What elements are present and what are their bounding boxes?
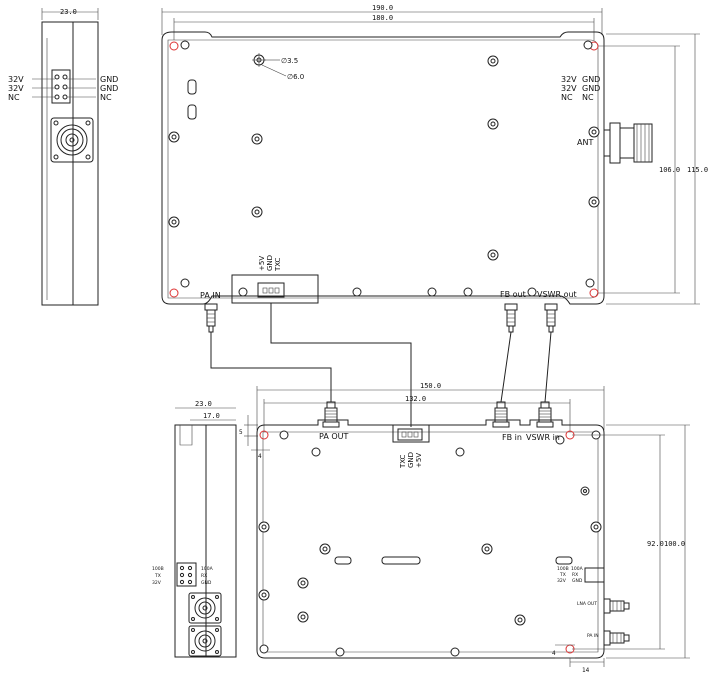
side-view-bottom: 23.0 17.0 100B TX 32V 100A RX GND [152, 400, 237, 658]
top-hole-span-dim: 180.0 [372, 14, 393, 22]
side-bottom-inner-dim: 17.0 [203, 412, 220, 420]
top-pin-5v: +5V [258, 256, 266, 271]
bottom-pin-5v: +5V [415, 453, 423, 468]
bottom-bottom-right-dim: 14 [582, 667, 590, 674]
sma-pa-in-side [603, 630, 630, 646]
side-bottom-connector-1 [188, 592, 222, 624]
side-bottom-connector-2 [188, 625, 222, 657]
bottom-pa-in-label: PA IN [587, 633, 599, 639]
bottom-total-height-dim: 100.0 [664, 540, 685, 548]
bottom-top-offset-dim: 5 [239, 429, 243, 436]
side-bottom-32v: 32V [152, 580, 162, 586]
ant-label: ANT [577, 138, 593, 147]
top-power-gnd-2: GND [582, 84, 600, 93]
sma-pa-in [204, 303, 218, 333]
bottom-small-100a: 100A [571, 566, 584, 572]
side-top-label-nc: NC [8, 93, 20, 102]
side-top-width-dim: 23.0 [60, 8, 77, 16]
side-top-label-gnd-2: GND [100, 84, 118, 93]
side-bottom-rx: RX [201, 573, 207, 579]
side-top-label-32v-1: 32V [8, 75, 24, 84]
hole-size-60: ∅6.0 [287, 73, 304, 81]
bottom-view: 150.0 132.0 5 4 [239, 382, 690, 674]
side-bottom-gnd: GND [201, 580, 212, 586]
side-bottom-tx: TX [154, 573, 161, 579]
top-view: 190.0 180.0 [161, 4, 708, 333]
bottom-hole-height-dim: 92.0 [647, 540, 664, 548]
top-power-32v-2: 32V [561, 84, 577, 93]
bottom-pin-txc: TXC [399, 454, 407, 469]
n-connector-face [50, 117, 94, 163]
bottom-bottom-offset-dim: 4 [552, 650, 556, 657]
top-pa-in-label: PA IN [200, 291, 221, 300]
bottom-small-100b: 100B [557, 566, 569, 572]
bottom-small-32v: 32V [557, 578, 567, 584]
top-total-height-dim: 115.0 [687, 166, 708, 174]
bottom-small-tx: TX [559, 572, 566, 578]
hole-size-35: ∅3.5 [281, 57, 298, 65]
side-bottom-100a: 100A [201, 566, 214, 572]
bottom-vswr-in-label: VSWR in [526, 433, 560, 442]
top-hole-height-dim: 106.0 [659, 166, 680, 174]
sma-fb-in [492, 401, 510, 428]
ant-connector [603, 122, 653, 164]
top-power-nc-right: NC [582, 93, 594, 102]
top-fb-out-label: FB out [500, 290, 526, 299]
bottom-small-rx: RX [572, 572, 578, 578]
sma-fb-out [504, 303, 518, 333]
bottom-total-width-dim: 150.0 [420, 382, 441, 390]
side-top-label-nc-right: NC [100, 93, 112, 102]
sma-lna-out [603, 598, 630, 614]
bottom-fb-in-label: FB in [502, 433, 522, 442]
top-power-gnd-1: GND [582, 75, 600, 84]
bottom-small-gnd: GND [572, 578, 583, 584]
sma-vswr-out [544, 303, 558, 333]
side-top-label-32v-2: 32V [8, 84, 24, 93]
bottom-pin-gnd: GND [407, 452, 415, 468]
bottom-lna-out-label: LNA OUT [577, 601, 597, 607]
top-total-width-dim: 190.0 [372, 4, 393, 12]
sma-vswr-in [536, 401, 554, 428]
sma-pa-out [322, 401, 340, 428]
top-pin-gnd: GND [266, 255, 274, 271]
side-bottom-100b: 100B [152, 566, 164, 572]
interconnect-cables [210, 303, 552, 427]
bottom-hole-span-dim: 132.0 [405, 395, 426, 403]
side-view-top: 23.0 32V 32V NC GND GND NC [8, 8, 118, 306]
side-top-label-gnd-1: GND [100, 75, 118, 84]
side-bottom-width-dim: 23.0 [195, 400, 212, 408]
bottom-pa-out-label: PA OUT [319, 432, 348, 441]
top-power-32v-1: 32V [561, 75, 577, 84]
top-vswr-out-label: VSWR out [537, 290, 577, 299]
top-power-nc: NC [561, 93, 573, 102]
bottom-left-offset-dim: 4 [258, 453, 262, 460]
top-pin-txc: TXC [274, 257, 282, 272]
